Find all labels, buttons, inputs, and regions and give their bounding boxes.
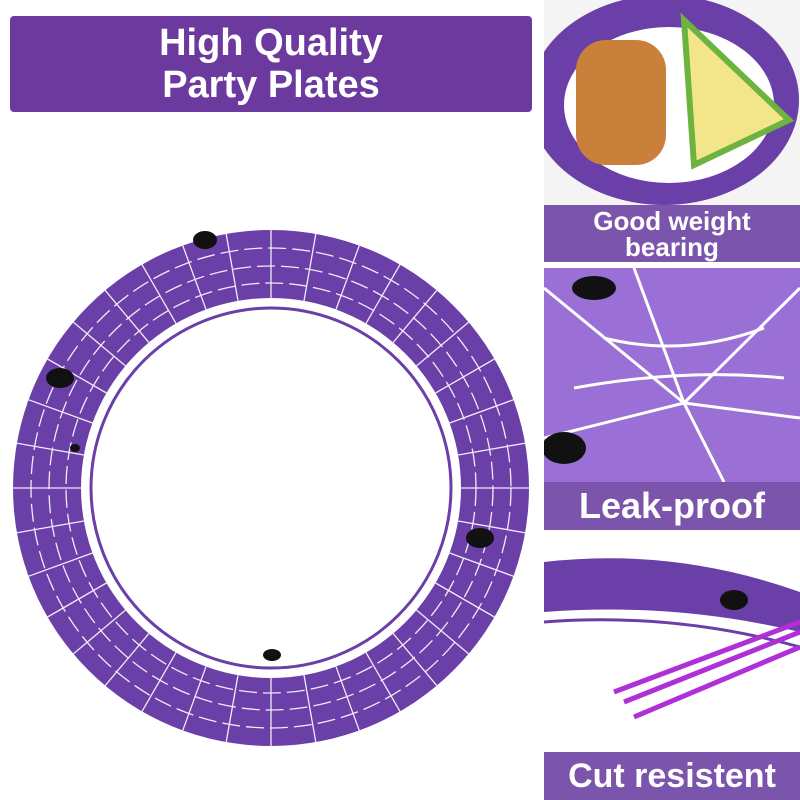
feature-label: Cut resistent xyxy=(568,756,776,795)
feature-label: bearing xyxy=(625,231,719,262)
feature-label: Good weight xyxy=(593,205,751,236)
spiderweb-plate-image xyxy=(13,230,529,746)
feature-banner-leakproof: Leak-proof xyxy=(544,482,800,530)
title-line-1: High Quality xyxy=(159,22,383,64)
feature-banner-weight: Good weight bearing xyxy=(544,205,800,262)
title-line-2: Party Plates xyxy=(162,64,380,106)
water-drops-web-photo xyxy=(544,268,800,482)
sandwich-on-plate-photo xyxy=(544,0,800,205)
feature-label: Leak-proof xyxy=(578,485,765,526)
spider-icons xyxy=(46,231,494,661)
fork-on-plate-photo xyxy=(544,552,800,752)
title-banner: High Quality Party Plates xyxy=(10,16,532,112)
feature-banner-cut-resistant: Cut resistent xyxy=(544,752,800,800)
